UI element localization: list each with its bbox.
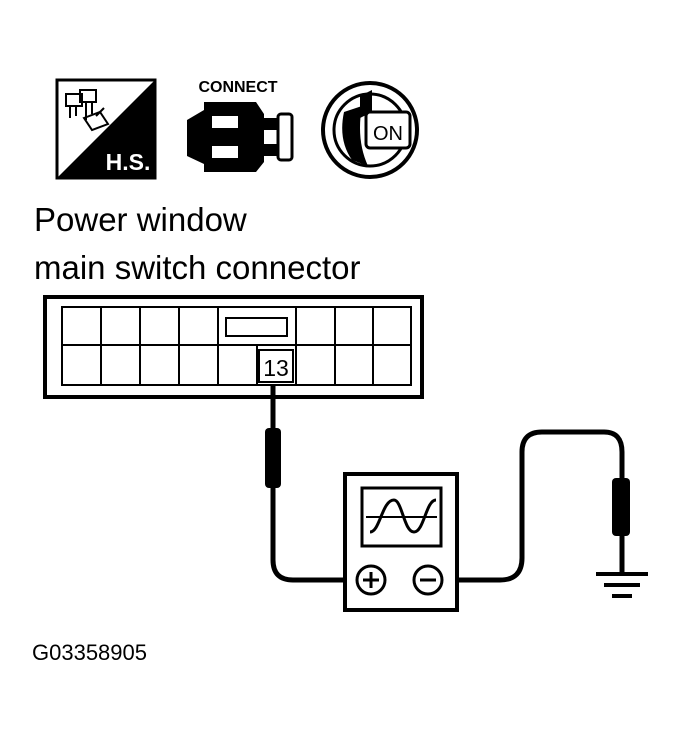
positive-terminal-icon [355,564,387,596]
terminal-13-label: 13 [263,355,289,381]
figure-code: G03358905 [32,640,147,665]
connect-label: CONNECT [198,79,277,96]
connect-icon: CONNECT [187,79,294,172]
oscilloscope [343,472,459,612]
ground-probe-wire [428,429,630,583]
sine-wave-icon [369,498,437,534]
positive-probe-wire [265,385,371,583]
ignition-on-text: ON [373,123,403,145]
connector-title-line2: main switch connector [34,249,360,286]
connector-face: 13 [43,295,424,399]
negative-terminal-icon [412,564,444,596]
ignition-on-icon: ON [321,81,419,179]
connector-title-line1: Power window [34,201,247,238]
hs-badge-text: H.S. [106,149,151,175]
harness-hs-icon: H.S. [55,78,157,180]
ground-symbol [596,572,648,598]
